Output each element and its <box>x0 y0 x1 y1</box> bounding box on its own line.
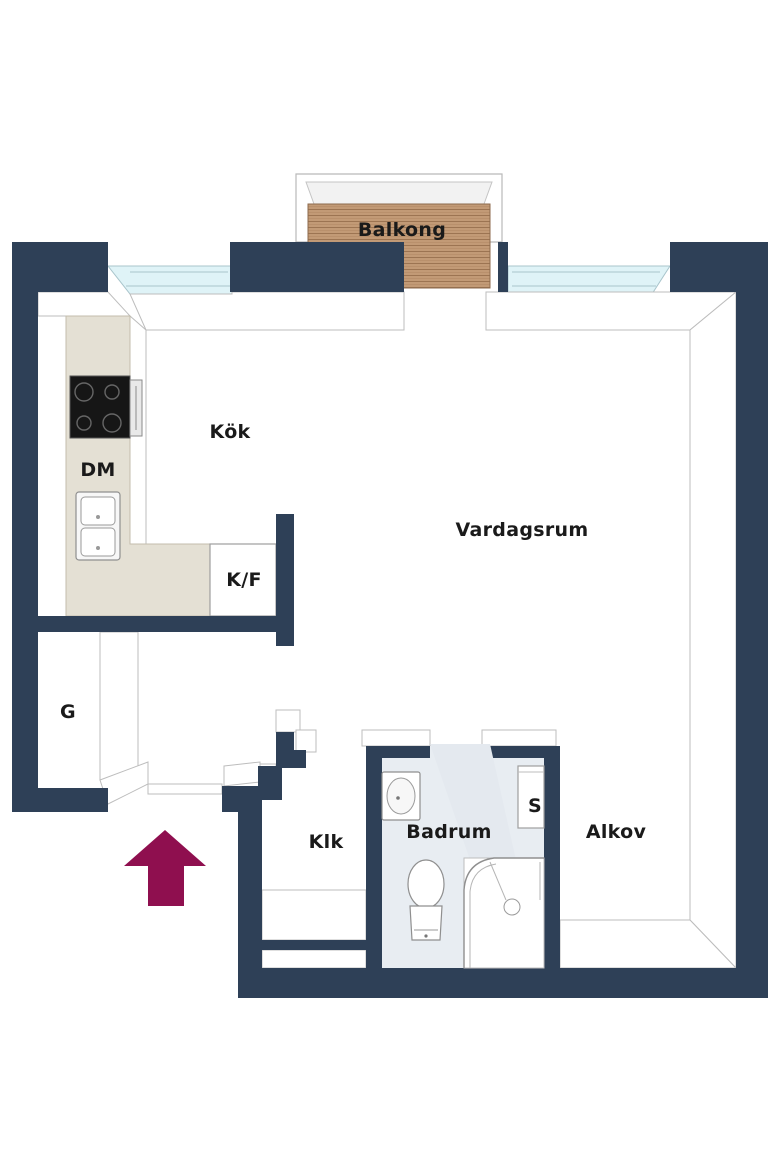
wall-hall-pier <box>276 732 294 768</box>
wall-outer-left <box>12 242 38 812</box>
double-sink-icon <box>75 491 121 561</box>
walls <box>12 242 768 998</box>
label-kf: K/F <box>226 569 262 591</box>
cooktop-icon <box>69 375 143 439</box>
window-left <box>106 265 233 295</box>
label-alkov: Alkov <box>586 821 647 843</box>
washbasin-icon <box>381 771 421 821</box>
toilet-icon <box>407 859 445 941</box>
wall-top-center <box>230 242 404 292</box>
wall-entry-top <box>258 766 282 800</box>
wall-closet-bottom <box>262 940 366 950</box>
wall-bath-right <box>544 746 560 998</box>
wall-top-left <box>12 242 108 292</box>
wall-kitchen-pier <box>276 514 294 646</box>
room-labels: Kök DM Vardagsrum K/F G Klk Badrum S Alk… <box>60 421 646 853</box>
label-g: G <box>60 701 76 723</box>
label-dm: DM <box>80 459 115 481</box>
wall-kitchen-storage-divider <box>38 616 294 632</box>
window-right <box>507 265 671 295</box>
label-s: S <box>528 795 542 817</box>
wall-bath-top-left <box>366 746 430 758</box>
wall-bath-top-right <box>490 746 560 758</box>
wall-bath-left <box>366 746 382 998</box>
wall-closet-left <box>238 786 262 998</box>
label-kok: Kök <box>210 421 251 443</box>
label-badrum: Badrum <box>406 821 491 843</box>
entrance-arrow-icon <box>124 830 206 906</box>
wall-outer-right <box>736 242 768 998</box>
wall-bottom-left <box>12 788 108 812</box>
fridge-freezer <box>209 543 277 617</box>
shower-icon <box>463 857 545 969</box>
label-vardagsrum: Vardagsrum <box>456 519 589 541</box>
label-balkong: Balkong <box>358 219 446 241</box>
label-klk: Klk <box>309 831 344 853</box>
wall-top-right-stub <box>498 242 508 292</box>
bathroom-cabinet <box>517 765 545 829</box>
wall-hall-pier-step <box>292 750 306 768</box>
wall-bottom <box>238 968 768 998</box>
